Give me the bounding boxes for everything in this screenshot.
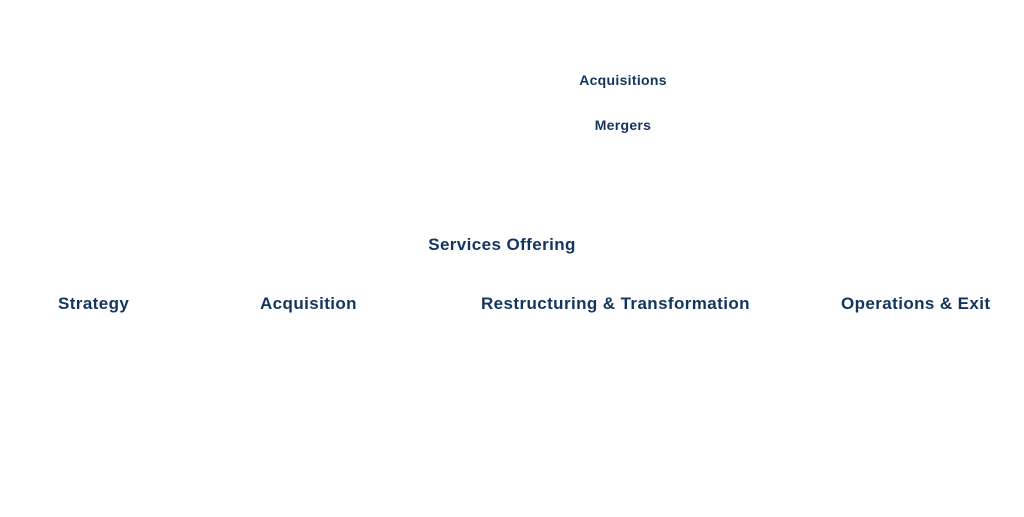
- nav-item-strategy[interactable]: Strategy: [58, 294, 130, 313]
- nav-item-operations-exit[interactable]: Operations & Exit: [841, 294, 991, 313]
- nav-item-acquisition[interactable]: Acquisition: [260, 294, 357, 313]
- section-title: Services Offering: [428, 235, 576, 254]
- nav-item-restructuring-transformation[interactable]: Restructuring & Transformation: [481, 294, 750, 313]
- acquisition-submenu: Acquisitions Mergers: [560, 70, 686, 135]
- submenu-item-mergers[interactable]: Mergers: [594, 117, 652, 133]
- submenu-item-acquisitions[interactable]: Acquisitions: [579, 72, 667, 88]
